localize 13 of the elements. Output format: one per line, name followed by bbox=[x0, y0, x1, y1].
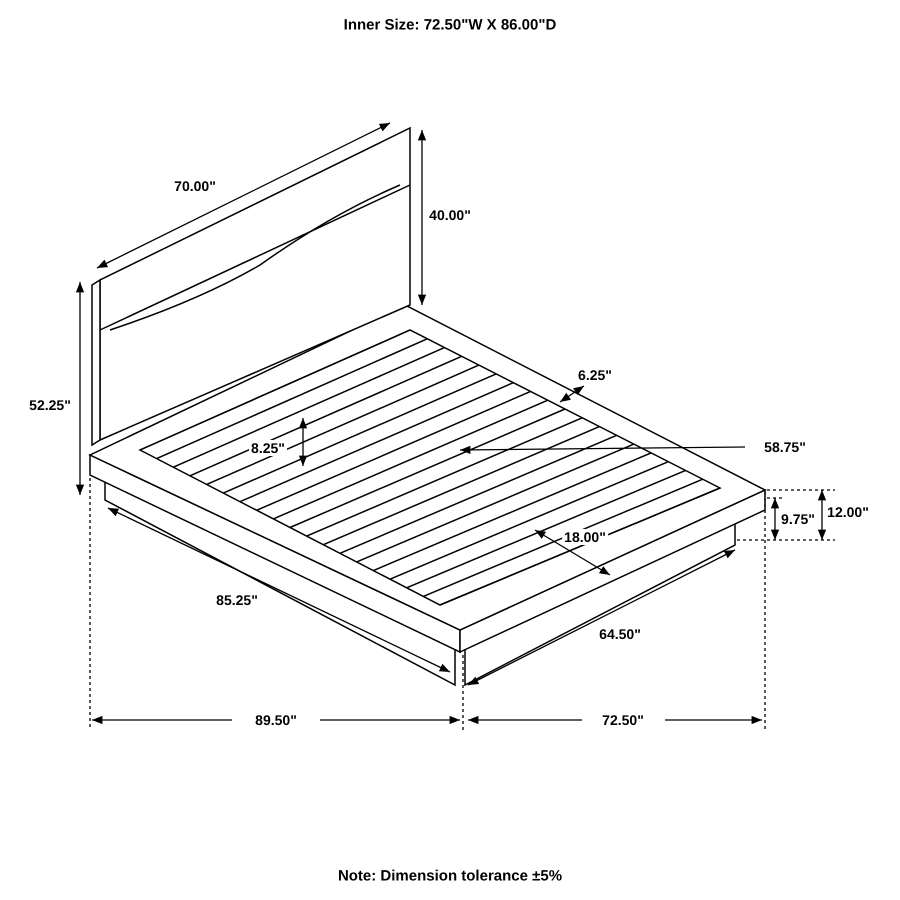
dimension-label: 89.50" bbox=[253, 712, 299, 728]
dimension-label: 72.50" bbox=[600, 712, 646, 728]
dimension-label: 58.75" bbox=[762, 439, 808, 455]
dimension-label: 6.25" bbox=[576, 367, 614, 383]
dimension-label: 40.00" bbox=[427, 207, 473, 223]
dimension-label: 85.25" bbox=[214, 592, 260, 608]
dimension-label: 70.00" bbox=[172, 178, 218, 194]
dimension-label: 8.25" bbox=[249, 440, 287, 456]
dimension-label: 9.75" bbox=[779, 511, 817, 527]
dimension-label: 18.00" bbox=[562, 529, 608, 545]
dimension-label: 64.50" bbox=[597, 626, 643, 642]
dimension-label: 52.25" bbox=[27, 397, 73, 413]
dimension-label: 12.00" bbox=[825, 504, 871, 520]
